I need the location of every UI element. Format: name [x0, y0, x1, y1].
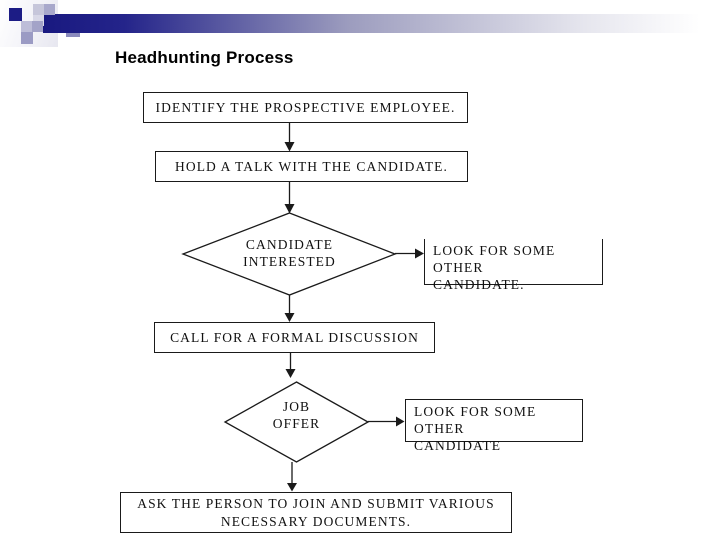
flowchart-node-candidate-interested: CANDIDATE INTERESTED: [229, 236, 350, 270]
flowchart-node-job-offer: JOB OFFER: [246, 398, 347, 432]
deco-square: [21, 32, 33, 44]
node-label: IDENTIFY THE PROSPECTIVE EMPLOYEE.: [155, 100, 456, 115]
node-label-line1: JOB: [282, 399, 311, 414]
flowchart-node-call-formal-discussion: CALL FOR A FORMAL DISCUSSION: [154, 322, 435, 353]
deco-square: [33, 4, 44, 15]
node-label-line2: CANDIDATE: [414, 438, 502, 453]
arrowhead-down-icon: [285, 369, 296, 378]
node-label: CALL FOR A FORMAL DISCUSSION: [170, 330, 419, 345]
node-label-line2: OFFER: [272, 416, 321, 431]
flowchart-node-hold-talk: HOLD A TALK WITH THE CANDIDATE.: [155, 151, 468, 182]
slide-title: Headhunting Process: [115, 48, 294, 67]
flowchart-node-identify: IDENTIFY THE PROSPECTIVE EMPLOYEE.: [143, 92, 468, 123]
arrowhead-down-icon: [284, 313, 295, 322]
flowchart-node-look-other-2: LOOK FOR SOME OTHER CANDIDATE: [405, 399, 583, 453]
arrowhead-right-icon: [415, 248, 424, 259]
arrowhead-down-icon: [284, 142, 295, 152]
deco-square: [44, 4, 55, 15]
node-label-line1: ASK THE PERSON TO JOIN AND SUBMIT VARIOU…: [137, 495, 495, 511]
decision-diamond-job-offer: [223, 381, 370, 463]
deco-square: [9, 8, 22, 21]
node-label-line1: CANDIDATE: [245, 237, 334, 252]
flowchart-node-look-other-1: LOOK FOR SOME OTHER CANDIDATE.: [424, 239, 603, 292]
deco-square: [21, 21, 32, 32]
arrowhead-right-icon: [396, 416, 405, 427]
decision-diamond-candidate-interested: [181, 212, 397, 296]
slide-header-decoration: [0, 0, 720, 60]
node-label-line2: INTERESTED: [243, 254, 336, 269]
arrowhead-down-icon: [284, 204, 295, 214]
deco-square: [33, 15, 44, 26]
node-label-line1: LOOK FOR SOME OTHER: [433, 243, 556, 275]
node-label-line2: CANDIDATE.: [433, 277, 525, 292]
deco-square: [32, 21, 43, 32]
node-label-line1: LOOK FOR SOME OTHER: [414, 404, 537, 436]
node-label: HOLD A TALK WITH THE CANDIDATE.: [175, 159, 448, 174]
flowchart-node-ask-join: ASK THE PERSON TO JOIN AND SUBMIT VARIOU…: [120, 492, 512, 533]
node-label-line2: NECESSARY DOCUMENTS.: [220, 513, 412, 529]
arrowhead-down-icon: [287, 483, 297, 492]
header-gradient-bar: [43, 14, 720, 33]
